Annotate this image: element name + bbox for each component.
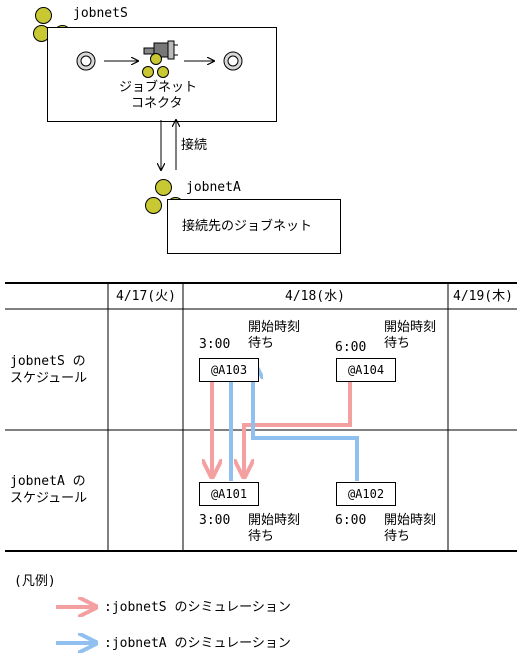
- a103-time: 3:00: [199, 337, 231, 352]
- a104-wait-2: 待ち: [384, 336, 411, 351]
- a102-wait-2: 待ち: [384, 529, 411, 544]
- a103-wait-1: 開始時刻: [248, 320, 301, 335]
- job-a104-id: @A104: [347, 363, 385, 377]
- date-header-0419: 4/19(木): [453, 289, 513, 304]
- job-a101-id: @A101: [210, 487, 248, 501]
- a103-wait-2: 待ち: [248, 336, 275, 351]
- job-a102-id: @A102: [347, 487, 385, 501]
- connected-jobnet-box[interactable]: [167, 199, 341, 254]
- blue-arrows: [231, 363, 359, 481]
- a101-time: 3:00: [199, 513, 231, 528]
- jobnetS-label: jobnetS: [73, 6, 128, 21]
- legend-title: (凡例): [14, 574, 56, 589]
- connector-icon: [142, 40, 178, 78]
- date-header-0418: 4/18(水): [285, 289, 345, 304]
- job-a102-box[interactable]: @A102: [336, 482, 396, 506]
- row-label-jobnetS-2: スケジュール: [10, 371, 88, 386]
- job-a103-box[interactable]: @A103: [199, 358, 259, 382]
- a104-wait-1: 開始時刻: [384, 320, 437, 335]
- connector-label-2: コネクタ: [131, 96, 183, 111]
- job-a101-box[interactable]: @A101: [199, 482, 259, 506]
- a101-wait-1: 開始時刻: [248, 513, 301, 528]
- row-label-jobnetS-1: jobnetS の: [10, 354, 86, 369]
- end-node-icon: [223, 51, 243, 71]
- a101-wait-2: 待ち: [248, 529, 275, 544]
- row-label-jobnetA-1: jobnetA の: [10, 474, 86, 489]
- jobnetA-label: jobnetA: [186, 180, 241, 195]
- legend-item-jobnetS: :jobnetS のシミュレーション: [104, 600, 291, 615]
- legend-item-jobnetA: :jobnetA のシミュレーション: [104, 636, 291, 651]
- job-a103-id: @A103: [210, 363, 248, 377]
- connect-label: 接続: [181, 138, 208, 153]
- a102-wait-1: 開始時刻: [384, 513, 437, 528]
- date-header-0417: 4/17(火): [116, 289, 176, 304]
- job-a104-box[interactable]: @A104: [336, 358, 396, 382]
- row-label-jobnetA-2: スケジュール: [10, 491, 88, 506]
- a104-time: 6:00: [335, 340, 367, 355]
- connector-label-1: ジョブネット: [119, 80, 198, 95]
- pink-arrows: [212, 380, 352, 475]
- a102-time: 6:00: [335, 513, 367, 528]
- connected-jobnet-label: 接続先のジョブネット: [182, 219, 313, 234]
- start-node-icon: [76, 51, 96, 71]
